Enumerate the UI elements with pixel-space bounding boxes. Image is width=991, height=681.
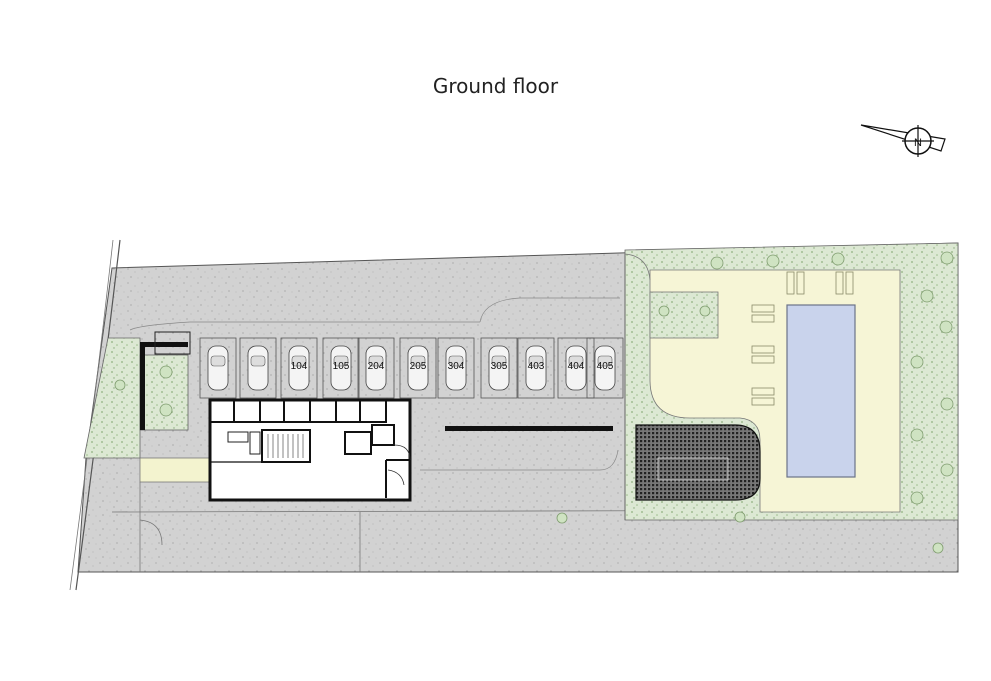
pool-garden [556, 242, 959, 554]
boundary-wall [445, 426, 613, 431]
parking-space-label: 105 [333, 361, 350, 372]
parking-space-label: 305 [491, 361, 508, 372]
car-windshield [568, 355, 584, 367]
parking-space-label: 304 [448, 361, 465, 372]
building [208, 398, 412, 502]
page-title: Ground floor [432, 74, 559, 98]
parking-space-label: 405 [597, 361, 614, 372]
car-icon [247, 345, 269, 391]
parking-bay [322, 337, 360, 399]
car-windshield [410, 355, 426, 367]
car-windshield [210, 355, 226, 367]
ramp-grate [635, 424, 761, 501]
parking-space-label: 403 [528, 361, 545, 372]
parking-bay [517, 337, 555, 399]
car-windshield [250, 355, 266, 367]
car-windshield [491, 355, 507, 367]
entrance-walls [140, 331, 191, 430]
compass-letter: N [914, 137, 922, 149]
parking-bays: 104 105 204 205 304 305 403 404 405 [199, 337, 624, 399]
parking-bay [586, 337, 624, 399]
parking-space-label: 104 [291, 361, 308, 372]
parking-space-label: 204 [368, 361, 385, 372]
swimming-pool [786, 304, 856, 478]
car-windshield [448, 355, 464, 367]
parking-space-label: 404 [568, 361, 585, 372]
parking-bay [480, 337, 518, 399]
car-windshield [291, 355, 307, 367]
parking-bay [199, 337, 237, 399]
parking-bay [280, 337, 318, 399]
parking-bay [557, 337, 595, 399]
parking-bay [399, 337, 437, 399]
parking-bay [239, 337, 277, 399]
car-icon [207, 345, 229, 391]
parking-bay [437, 337, 475, 399]
car-windshield [333, 355, 349, 367]
car-windshield [368, 355, 384, 367]
parking-bay [357, 337, 395, 399]
car-windshield [528, 355, 544, 367]
north-arrow-icon: N [860, 124, 946, 157]
car-windshield [597, 355, 613, 367]
parking-space-label: 205 [410, 361, 427, 372]
entrance-garden [83, 337, 211, 483]
